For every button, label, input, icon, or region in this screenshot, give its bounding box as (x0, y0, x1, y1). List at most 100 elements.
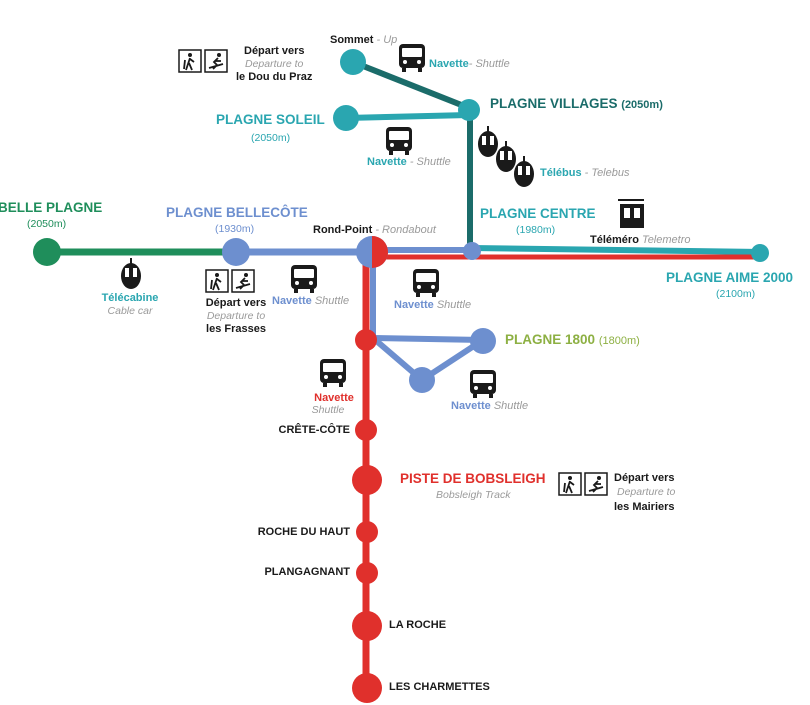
skiing-icon (204, 49, 228, 73)
shuttle-en: Shuttle (314, 295, 350, 307)
station-charmettes-dot[interactable] (352, 673, 382, 703)
station-sommet-en: - Up (376, 34, 398, 46)
station-1800-alt: (1800m) (598, 335, 640, 347)
shuttle-fr: Navette (367, 156, 407, 168)
station-centre-alt: (1980m) (516, 224, 556, 236)
hiking-icon (178, 49, 202, 73)
station-soleil-dot[interactable] (333, 105, 359, 131)
telebus-icon (495, 140, 517, 173)
shuttle-fr: Navette (451, 400, 491, 412)
station-sommet-dot[interactable] (340, 49, 366, 75)
station-aime-dot[interactable] (751, 244, 769, 262)
station-villages-alt: (2050m) (621, 99, 663, 111)
dark-teal-sommet (351, 59, 471, 111)
station-plangagnant-name[interactable]: PLANGAGNANT (264, 566, 350, 578)
station-1800-dot[interactable] (470, 328, 496, 354)
shuttle-label: Navette- Shuttle (429, 59, 510, 70)
station-villages-label[interactable]: PLAGNE VILLAGES (2050m) (490, 97, 663, 111)
station-aime-name[interactable]: PLAGNE AIME 2000 (666, 270, 794, 285)
departure-label: Départ vers (205, 297, 267, 309)
shuttle-label: Navette Shuttle (451, 401, 528, 412)
station-bellecote-alt: (1930m) (215, 223, 255, 235)
cable-car-icon (120, 257, 142, 290)
telebus-icon (477, 125, 499, 158)
station-bobsleigh-dot[interactable] (352, 465, 382, 495)
telemetro-en: Telemetro (641, 234, 691, 246)
station-centre-name[interactable]: PLAGNE CENTRE (480, 206, 596, 221)
skiing-icon (231, 269, 255, 293)
bus-icon (470, 370, 496, 398)
departure-dest[interactable]: les Frasses (206, 323, 266, 335)
station-bellecote-dot[interactable] (222, 238, 250, 266)
telemetro-label: Téléméro Telemetro (590, 235, 691, 246)
bus-icon (413, 269, 439, 297)
shuttle-label: Navette - Shuttle (367, 157, 451, 168)
cable-car-label-en: Cable car (107, 305, 153, 317)
bus-icon (291, 265, 317, 293)
departure-label: Départ vers (614, 472, 675, 484)
station-rond-point-red-half (372, 236, 388, 268)
telebus-en: - Telebus (584, 167, 630, 179)
station-sommet-label[interactable]: Sommet - Up (330, 35, 397, 46)
station-bobsleigh-en: Bobsleigh Track (436, 489, 511, 501)
station-crete-cote-name[interactable]: CRÊTE-CÔTE (278, 424, 351, 436)
station-red-junction-dot[interactable] (355, 329, 377, 351)
shuttle-en: Shuttle (311, 404, 345, 416)
station-la-roche-dot[interactable] (352, 611, 382, 641)
shuttle-en: Shuttle (436, 299, 472, 311)
bus-icon (399, 44, 425, 72)
station-centre-dot[interactable] (463, 242, 481, 260)
shuttle-fr: Navette (429, 58, 469, 70)
station-rond-point-name: Rond-Point (313, 224, 373, 236)
station-soleil-name[interactable]: PLAGNE SOLEIL (216, 112, 325, 127)
station-belle-plagne-name[interactable]: BELLE PLAGNE (0, 200, 103, 215)
shuttle-fr: Navette (272, 295, 312, 307)
hiking-icon (558, 472, 582, 496)
shuttle-fr: Navette (314, 392, 354, 404)
departure-dest[interactable]: le Dou du Praz (236, 71, 313, 83)
station-crete-cote-dot[interactable] (355, 419, 377, 441)
station-belle-plagne-dot[interactable] (33, 238, 61, 266)
departure-dest[interactable]: les Mairiers (614, 501, 675, 513)
departure-label: Départ vers (244, 45, 305, 57)
skiing-icon (584, 472, 608, 496)
telebus-fr: Télébus (540, 167, 582, 179)
station-soleil-alt: (2050m) (251, 132, 291, 144)
shuttle-en: - Shuttle (468, 58, 510, 70)
departure-label-en: Departure to (617, 486, 676, 498)
station-roche-du-haut-dot[interactable] (356, 521, 378, 543)
station-rond-point-label[interactable]: Rond-Point - Rondabout (313, 225, 436, 236)
teal-line (471, 245, 763, 255)
telebus-icon (513, 155, 535, 188)
station-bellecote-name[interactable]: PLAGNE BELLECÔTE (166, 205, 308, 220)
dark-teal-soleil (345, 112, 470, 121)
shuttle-label: Navette Shuttle (272, 296, 349, 307)
bus-icon (320, 359, 346, 387)
station-loop-dot[interactable] (409, 367, 435, 393)
telebus-label: Télébus - Telebus (540, 168, 629, 179)
departure-label-en: Departure to (245, 58, 304, 70)
station-charmettes-name[interactable]: LES CHARMETTES (389, 681, 490, 693)
station-1800-name: PLAGNE 1800 (505, 332, 596, 347)
telemetro-fr: Téléméro (590, 234, 639, 246)
station-villages-name: PLAGNE VILLAGES (490, 96, 618, 111)
station-belle-plagne-alt: (2050m) (27, 218, 67, 230)
station-plangagnant-dot[interactable] (356, 562, 378, 584)
station-villages-dot[interactable] (458, 99, 480, 121)
bus-icon (386, 127, 412, 155)
blue-1800 (372, 335, 484, 343)
cable-car-label: Télécabine (101, 292, 159, 304)
shuttle-fr: Navette (394, 299, 434, 311)
station-rond-point-en: - Rondabout (375, 224, 436, 236)
shuttle-en: Shuttle (493, 400, 529, 412)
station-sommet-name: Sommet (330, 34, 374, 46)
shuttle-en: - Shuttle (409, 156, 451, 168)
shuttle-label: Navette Shuttle (394, 300, 471, 311)
station-la-roche-name[interactable]: LA ROCHE (389, 619, 447, 631)
hiking-icon (205, 269, 229, 293)
departure-label-en: Departure to (206, 310, 266, 322)
station-roche-du-haut-name[interactable]: ROCHE DU HAUT (257, 526, 350, 538)
station-1800-label[interactable]: PLAGNE 1800 (1800m) (505, 333, 640, 347)
station-bobsleigh-name[interactable]: PISTE DE BOBSLEIGH (400, 471, 546, 486)
